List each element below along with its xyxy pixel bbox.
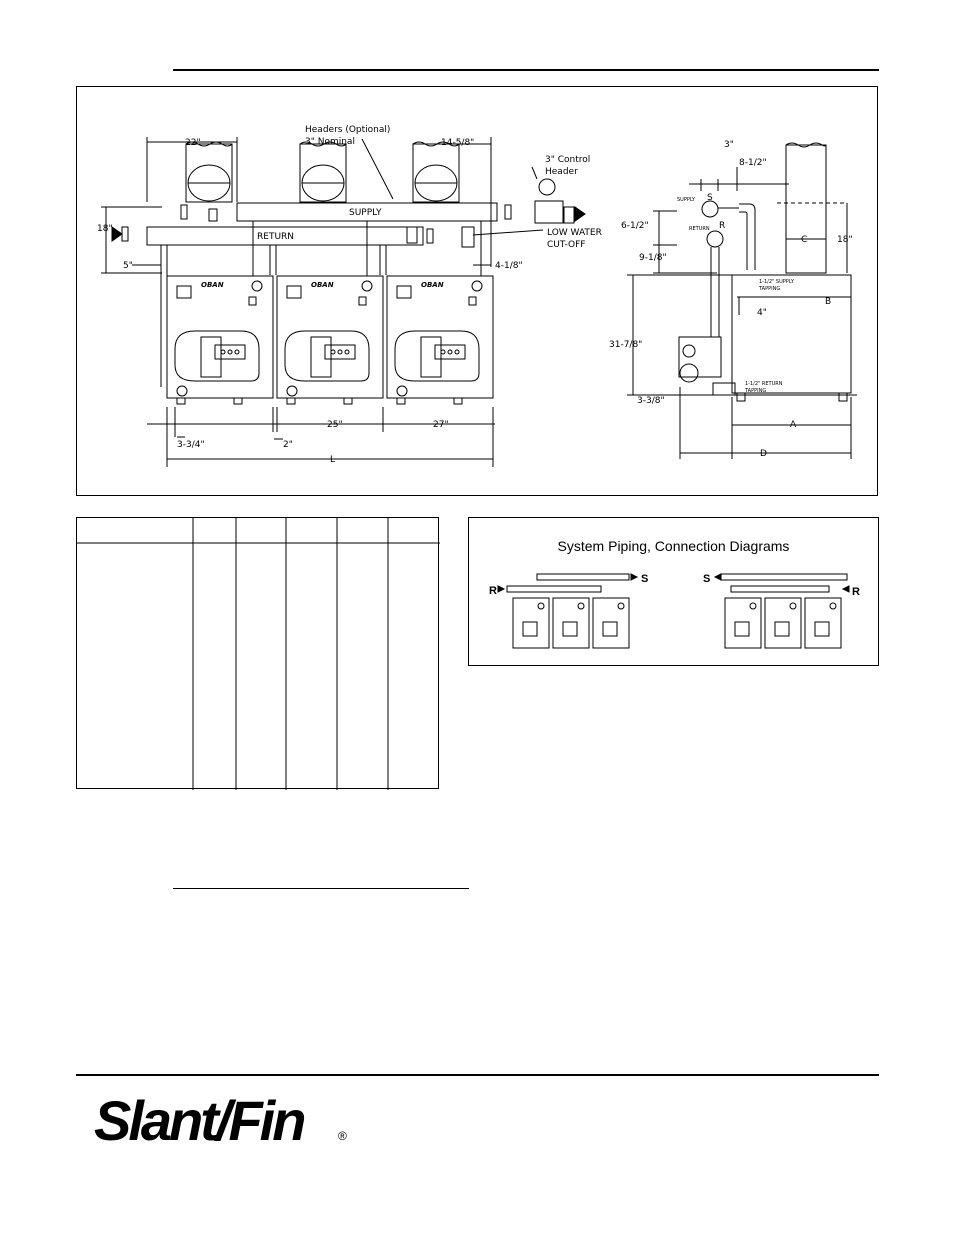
left-R-label: R	[489, 585, 497, 597]
dim-18-side: 18"	[837, 235, 853, 245]
headers-label: Headers (Optional)	[305, 125, 390, 135]
mini-boiler	[552, 597, 590, 649]
dim-4: 4"	[757, 308, 767, 318]
section-rule	[173, 888, 469, 889]
control-header-fitting	[534, 200, 564, 224]
supply-arrow-icon	[574, 206, 586, 222]
dim-25: 25"	[327, 420, 343, 430]
side-view	[678, 142, 852, 402]
boiler-unit: OBAN	[276, 275, 384, 405]
dim-9-1-8: 9-1/8"	[639, 253, 667, 263]
dim-18-front: 18"	[97, 224, 113, 234]
boiler-unit: OBAN	[386, 275, 494, 405]
flue-pipe	[299, 141, 347, 203]
return-tapping-label-1: 1-1/2" RETURN	[745, 381, 783, 387]
left-return-arrow-icon	[497, 585, 506, 593]
low-water-label-2: CUT-OFF	[547, 240, 585, 250]
dim-4-1-8: 4-1/8"	[495, 261, 523, 271]
dim-3-side: 3"	[724, 140, 734, 150]
dim-3-3-8: 3-3/8"	[637, 396, 665, 406]
piping-title: System Piping, Connection Diagrams	[557, 538, 790, 554]
dim-A: A	[790, 420, 797, 430]
footer-rule	[76, 1074, 879, 1076]
dim-8-1-2: 8-1/2"	[739, 158, 767, 168]
boiler-drawing: OBAN OBAN OBAN	[97, 125, 857, 467]
slantfin-logo: Slant/Fin ®	[94, 1089, 347, 1150]
logo-text: Slant/Fin	[94, 1089, 304, 1150]
supply-header-label: SUPPLY	[349, 208, 382, 218]
right-S-label: S	[703, 573, 710, 585]
dim-C: C	[801, 235, 807, 245]
right-supply-arrow-icon	[713, 573, 722, 581]
top-rule	[173, 69, 879, 71]
boiler-drawing-frame: OBAN OBAN OBAN	[76, 86, 878, 496]
return-header-label: RETURN	[257, 232, 294, 242]
boiler-brand-label: OBAN	[311, 281, 334, 289]
gauge-icon	[538, 178, 556, 196]
dim-14-5-8: 14-5/8"	[441, 138, 474, 148]
supply-tapping-label-2: TAPPING	[758, 286, 780, 292]
dim-3-3-4: 3-3/4"	[177, 440, 205, 450]
dim-D: D	[760, 449, 767, 459]
dimensions-table	[76, 517, 440, 790]
dim-5: 5"	[123, 261, 133, 271]
boiler-brand-label: OBAN	[201, 281, 224, 289]
supply-tapping-label-1: 1-1/2" SUPPLY	[759, 279, 795, 285]
dim-L: L	[330, 455, 335, 465]
left-supply-arrow-icon	[630, 573, 639, 581]
dim-B: B	[825, 297, 831, 307]
system-piping-box: System Piping, Connection Diagrams R S S…	[468, 517, 879, 666]
dimensions-table-grid	[77, 518, 440, 790]
control-header-label-1: 3" Control	[545, 155, 590, 165]
dim-22: 22"	[185, 138, 201, 148]
dim-31-7-8: 31-7/8"	[609, 340, 642, 350]
side-supply-label: SUPPLY	[677, 197, 696, 203]
mini-boiler	[764, 597, 802, 649]
side-R-label: R	[719, 221, 725, 231]
piping-diagrams: R S S R	[489, 573, 860, 649]
control-header-label-2: Header	[545, 167, 578, 177]
side-return-label: RETURN	[689, 226, 710, 232]
mini-boiler	[512, 597, 550, 649]
nominal-label: 3" Nominal	[305, 137, 355, 147]
logo-registered: ®	[338, 1129, 347, 1143]
right-return-arrow-icon	[841, 585, 850, 593]
boiler-brand-label: OBAN	[421, 281, 444, 289]
right-R-label: R	[852, 586, 860, 598]
side-S-label: S	[707, 193, 713, 203]
mini-boiler	[804, 597, 842, 649]
dim-27: 27"	[433, 420, 449, 430]
return-arrow-icon	[111, 226, 123, 242]
dim-2: 2"	[283, 440, 293, 450]
return-tapping-label-2: TAPPING	[744, 388, 766, 394]
mini-boiler	[592, 597, 630, 649]
dim-6-1-2: 6-1/2"	[621, 221, 649, 231]
flue-pipe	[185, 141, 233, 203]
mini-boiler	[724, 597, 762, 649]
low-water-label-1: LOW WATER	[547, 228, 602, 238]
flue-pipe	[412, 141, 460, 203]
boiler-unit: OBAN	[166, 275, 274, 405]
return-header	[146, 226, 424, 246]
left-S-label: S	[641, 573, 648, 585]
